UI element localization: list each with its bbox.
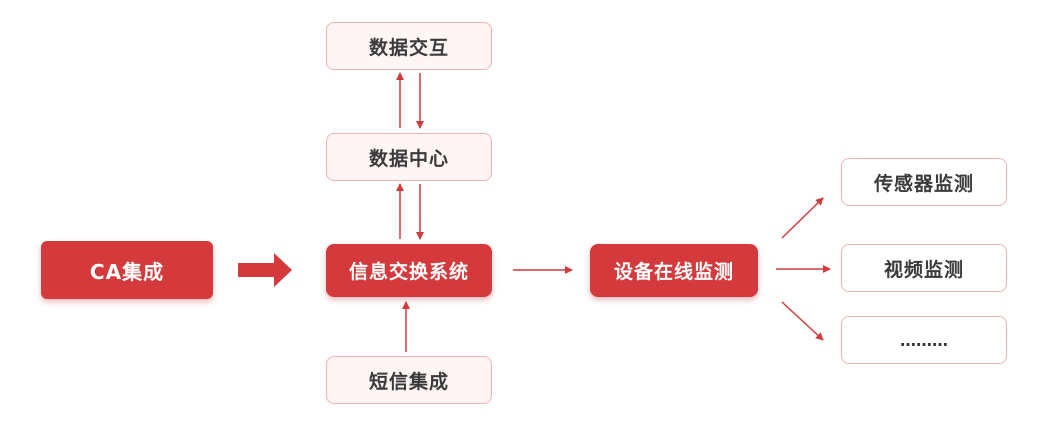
node-ca-integration-label: CA集成 <box>89 259 165 284</box>
node-info-exchange-system-label: 信息交换系统 <box>348 261 469 283</box>
node-sensor-monitoring: 传感器监测 <box>841 158 1007 206</box>
node-data-exchange-label: 数据交互 <box>368 36 449 59</box>
node-data-center-label: 数据中心 <box>368 147 449 170</box>
arrow-to-sensor <box>781 197 824 239</box>
node-data-center: 数据中心 <box>326 133 492 181</box>
node-info-exchange-system: 信息交换系统 <box>326 244 492 297</box>
node-more: ……… <box>841 316 1007 364</box>
arrow-to-more <box>781 301 824 341</box>
node-sms-integration: 短信集成 <box>326 356 492 404</box>
node-data-exchange: 数据交互 <box>326 22 492 70</box>
node-sensor-monitoring-label: 传感器监测 <box>873 172 974 195</box>
node-video-monitoring-label: 视频监测 <box>883 258 964 281</box>
node-video-monitoring: 视频监测 <box>841 244 1007 292</box>
node-ca-integration: CA集成 <box>41 241 213 299</box>
node-device-online-monitoring-label: 设备在线监测 <box>613 261 734 283</box>
node-more-label: ……… <box>900 330 948 350</box>
block-arrow <box>238 253 292 287</box>
node-sms-integration-label: 短信集成 <box>368 370 449 393</box>
node-device-online-monitoring: 设备在线监测 <box>590 244 758 297</box>
